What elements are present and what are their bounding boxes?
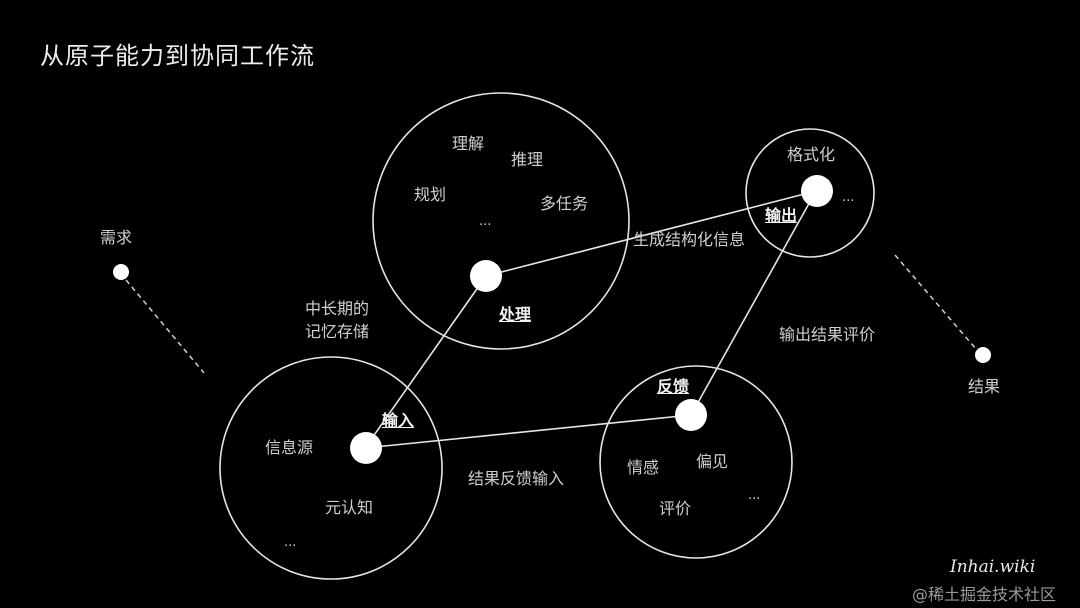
site-watermark: Inhai.wiki xyxy=(950,557,1036,577)
edge-label-memory-line2: 记忆存储 xyxy=(305,322,370,341)
edge-output-feedback xyxy=(690,190,817,416)
process-node xyxy=(470,260,502,292)
need-label: 需求 xyxy=(100,228,133,247)
process-item-more: ... xyxy=(479,214,492,229)
input-node xyxy=(350,432,382,464)
input-item-source: 信息源 xyxy=(265,438,314,457)
output-label: 输出 xyxy=(765,206,798,225)
feedback-label: 反馈 xyxy=(657,377,690,396)
input-item-metacognition: 元认知 xyxy=(325,498,374,517)
edge-label-memory-line1: 中长期的 xyxy=(305,299,370,318)
process-label: 处理 xyxy=(499,305,532,324)
process-item-reasoning: 推理 xyxy=(511,150,544,169)
output-item-format: 格式化 xyxy=(787,145,836,164)
edge-label-feedback-input: 结果反馈输入 xyxy=(468,469,565,488)
input-circle xyxy=(219,356,443,580)
edge-label-structured-info: 生成结构化信息 xyxy=(633,230,746,249)
platform-watermark: @稀土掘金技术社区 xyxy=(912,585,1057,604)
result-label: 结果 xyxy=(968,377,1001,396)
process-item-understand: 理解 xyxy=(452,134,485,153)
feedback-item-emotion: 情感 xyxy=(627,458,660,477)
result-dashed-line xyxy=(894,254,977,350)
result-node xyxy=(975,347,991,363)
feedback-circle xyxy=(599,365,793,559)
edge-input-process xyxy=(364,275,487,449)
output-item-more: ... xyxy=(842,190,855,205)
feedback-item-evaluation: 评价 xyxy=(659,499,692,518)
input-label: 输入 xyxy=(382,411,415,430)
need-dashed-line xyxy=(125,279,205,374)
edge-process-output xyxy=(485,190,817,277)
feedback-item-bias: 偏见 xyxy=(696,452,729,471)
edge-label-output-eval: 输出结果评价 xyxy=(779,325,876,344)
edge-feedback-input xyxy=(364,414,692,449)
need-node xyxy=(113,264,129,280)
output-circle xyxy=(745,128,875,258)
process-item-multitask: 多任务 xyxy=(540,194,589,213)
output-node xyxy=(801,175,833,207)
feedback-node xyxy=(675,399,707,431)
page-title: 从原子能力到协同工作流 xyxy=(40,42,315,70)
process-circle xyxy=(372,92,630,350)
process-item-planning: 规划 xyxy=(414,185,447,204)
input-item-more: ... xyxy=(284,535,297,550)
feedback-item-more: ... xyxy=(748,488,761,503)
